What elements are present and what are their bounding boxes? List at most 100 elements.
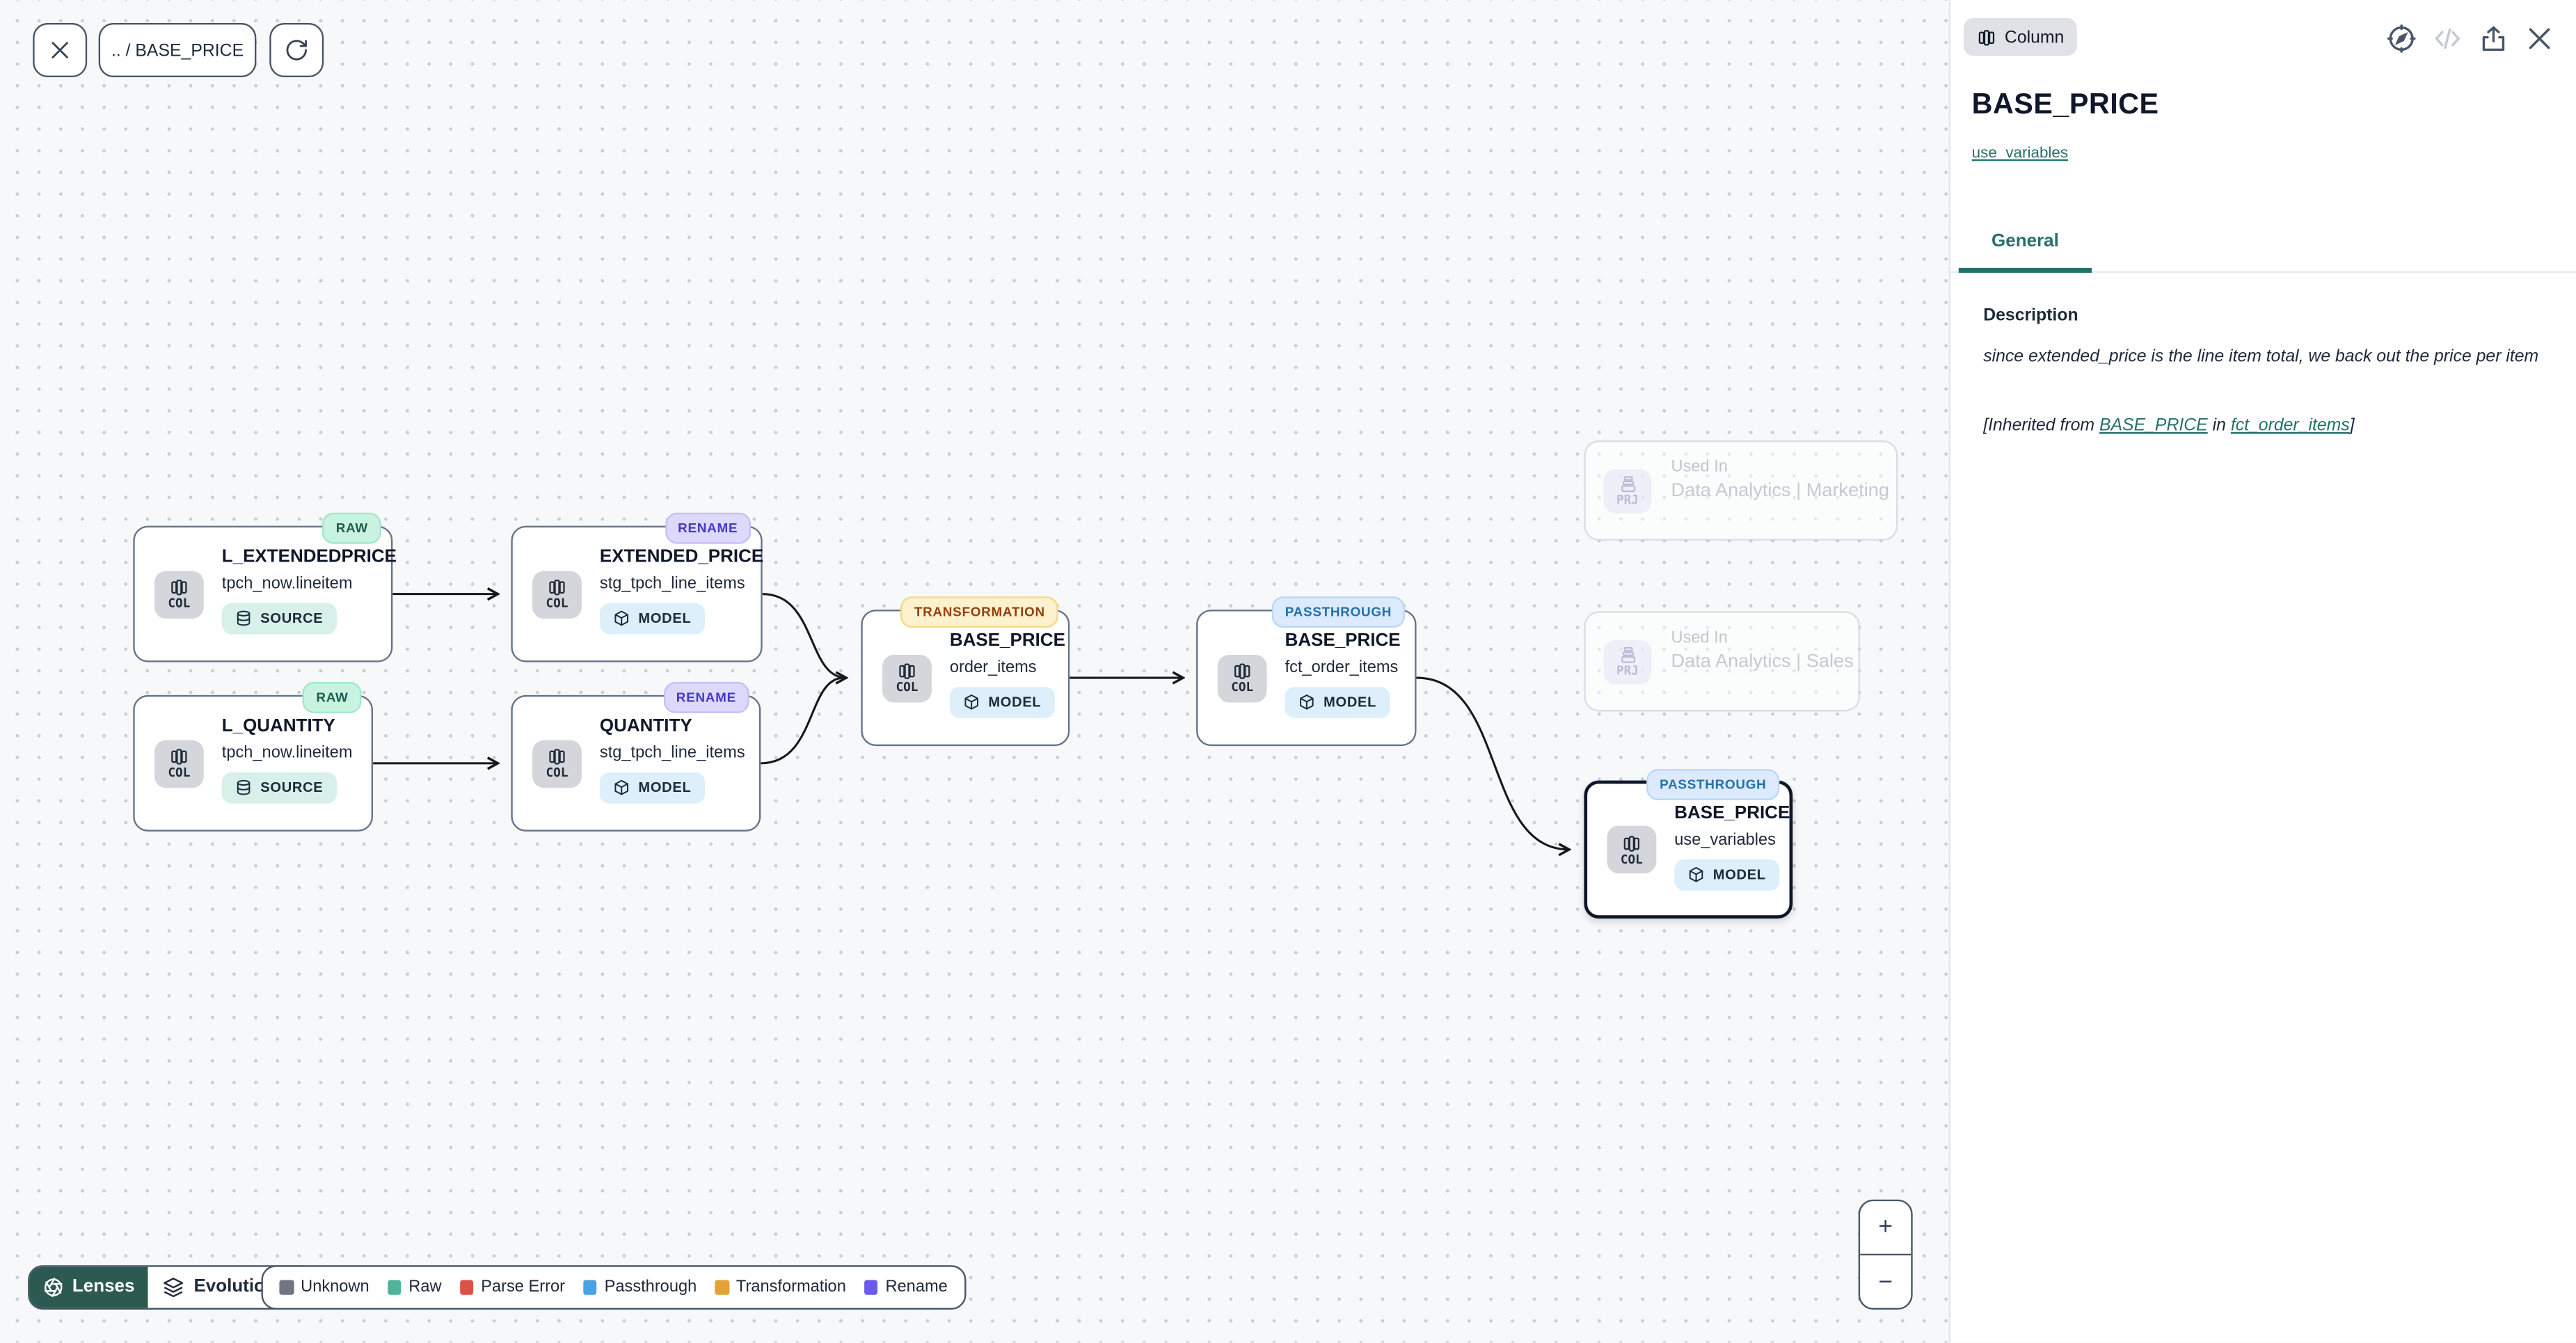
panel-tabbar: General	[1950, 217, 2576, 273]
view-code-button[interactable]	[2431, 22, 2463, 54]
lineage-node-l-quantity[interactable]: RAW COL L_QUANTITY tpch_now.lineitem SOU…	[133, 681, 374, 832]
columns-icon	[169, 578, 189, 597]
tab-general[interactable]: General	[1958, 217, 2092, 273]
code-icon	[2431, 22, 2463, 54]
legend-item-rename: Rename	[864, 1278, 948, 1296]
node-subtitle: stg_tpch_line_items	[599, 743, 745, 762]
aperture-icon	[42, 1276, 64, 1298]
model-chip: MODEL	[949, 685, 1055, 717]
used-in-value: Data Analytics | Sales	[1671, 652, 1854, 672]
node-subtitle: fct_order_items	[1285, 658, 1399, 676]
inherited-column-link[interactable]: BASE_PRICE	[2099, 415, 2208, 436]
legend-swatch	[459, 1280, 474, 1294]
share-button[interactable]	[2476, 22, 2509, 54]
refresh-button[interactable]	[269, 23, 324, 77]
cube-icon	[613, 609, 630, 626]
breadcrumb-label: .. / BASE_PRICE	[111, 40, 244, 61]
share-icon	[2477, 22, 2509, 54]
node-title: L_QUANTITY	[221, 716, 335, 736]
columns-icon	[547, 578, 566, 597]
close-lineage-button[interactable]	[33, 23, 88, 77]
edge-type-badge: RENAME	[665, 511, 752, 543]
edge-type-badge: PASSTHROUGH	[1271, 596, 1405, 627]
columns-icon	[1622, 833, 1641, 852]
archive-icon	[1618, 645, 1637, 665]
used-in-label: Used In	[1671, 629, 1728, 648]
column-type-chip: COL	[532, 570, 582, 618]
database-icon	[235, 609, 253, 626]
project-type-icon: PRJ	[1603, 468, 1652, 513]
panel-title: BASE_PRICE	[1971, 87, 2159, 120]
legend-item-passthrough: Passthrough	[582, 1278, 697, 1296]
lineage-node-base-price-use-variables[interactable]: PASSTHROUGH COL BASE_PRICE use_variables…	[1584, 768, 1793, 919]
used-in-value: Data Analytics | Marketing	[1671, 481, 1890, 502]
description-heading: Description	[1983, 305, 2078, 326]
legend-swatch	[715, 1280, 729, 1294]
used-in-node-sales[interactable]: PRJ Used In Data Analytics | Sales	[1584, 611, 1861, 712]
source-chip: SOURCE	[221, 602, 337, 634]
cube-icon	[963, 693, 980, 710]
database-icon	[235, 779, 253, 796]
model-link[interactable]: use_variables	[1971, 144, 2069, 163]
edge-type-badge: RAW	[303, 681, 362, 713]
zoom-in-button[interactable]: +	[1860, 1201, 1911, 1253]
columns-icon	[1232, 661, 1252, 681]
lineage-node-base-price-order-items[interactable]: TRANSFORMATION COL BASE_PRICE order_item…	[861, 596, 1070, 747]
edge-type-badge: RAW	[322, 511, 381, 543]
source-chip: SOURCE	[221, 771, 337, 803]
lineage-node-base-price-fct-order-items[interactable]: PASSTHROUGH COL BASE_PRICE fct_order_ite…	[1196, 596, 1417, 747]
node-subtitle: stg_tpch_line_items	[599, 574, 745, 593]
model-chip: MODEL	[1674, 858, 1779, 890]
node-title: BASE_PRICE	[949, 630, 1065, 651]
entity-type-badge: Column	[1963, 17, 2078, 56]
column-type-chip: COL	[1607, 825, 1657, 874]
inherited-model-link[interactable]: fct_order_items	[2230, 415, 2350, 436]
layers-icon	[163, 1276, 184, 1298]
panel-actions	[2384, 22, 2555, 54]
divider	[1860, 1253, 1911, 1256]
zoom-out-button[interactable]: −	[1860, 1256, 1911, 1308]
column-type-chip: COL	[1217, 653, 1267, 702]
lineage-canvas[interactable]: .. / BASE_PRICE PRJ Used In Data Analyti…	[0, 0, 1949, 1343]
legend-item-transformation: Transformation	[715, 1278, 846, 1296]
legend-item-unknown: Unknown	[279, 1278, 369, 1296]
node-title: QUANTITY	[599, 716, 692, 736]
column-type-chip: COL	[882, 653, 932, 702]
explore-compass-button[interactable]	[2384, 22, 2417, 54]
node-title: BASE_PRICE	[1285, 630, 1401, 651]
details-panel: Column BASE_PRICE use_variables General …	[1948, 0, 2576, 1343]
legend-item-parse-error: Parse Error	[459, 1278, 565, 1296]
used-in-node-marketing[interactable]: PRJ Used In Data Analytics | Marketing	[1584, 440, 1898, 541]
column-type-chip: COL	[154, 739, 204, 788]
node-subtitle: tpch_now.lineitem	[221, 574, 353, 593]
used-in-label: Used In	[1671, 458, 1728, 477]
description-text: since extended_price is the line item to…	[1983, 347, 2539, 367]
node-title: BASE_PRICE	[1674, 803, 1790, 824]
legend-swatch	[864, 1280, 878, 1294]
legend-swatch	[279, 1280, 294, 1294]
lenses-button[interactable]: Lenses	[29, 1266, 148, 1308]
cube-icon	[1687, 866, 1705, 883]
edge-type-badge: PASSTHROUGH	[1646, 768, 1780, 800]
columns-icon	[169, 747, 189, 766]
active-tab-indicator	[1958, 267, 2092, 273]
column-type-chip: COL	[532, 739, 582, 788]
close-panel-button[interactable]	[2522, 22, 2555, 54]
node-subtitle: tpch_now.lineitem	[221, 743, 353, 762]
description-inherited: [Inherited from BASE_PRICE in fct_order_…	[1983, 415, 2355, 436]
lenses-label: Lenses	[72, 1277, 135, 1297]
column-type-chip: COL	[154, 570, 204, 618]
node-subtitle: order_items	[949, 658, 1037, 676]
cube-icon	[1298, 693, 1316, 710]
edge-type-badge: RENAME	[662, 681, 749, 713]
lineage-node-quantity[interactable]: RENAME COL QUANTITY stg_tpch_line_items …	[511, 681, 761, 832]
breadcrumb[interactable]: .. / BASE_PRICE	[98, 23, 257, 77]
node-title: L_EXTENDEDPRICE	[221, 547, 397, 567]
legend-swatch	[387, 1280, 401, 1294]
model-chip: MODEL	[599, 771, 705, 803]
lineage-node-extended-price[interactable]: RENAME COL EXTENDED_PRICE stg_tpch_line_…	[511, 511, 763, 662]
node-subtitle: use_variables	[1674, 830, 1776, 849]
lineage-node-l-extendedprice[interactable]: RAW COL L_EXTENDEDPRICE tpch_now.lineite…	[133, 511, 397, 662]
zoom-controls: + −	[1858, 1199, 1913, 1310]
